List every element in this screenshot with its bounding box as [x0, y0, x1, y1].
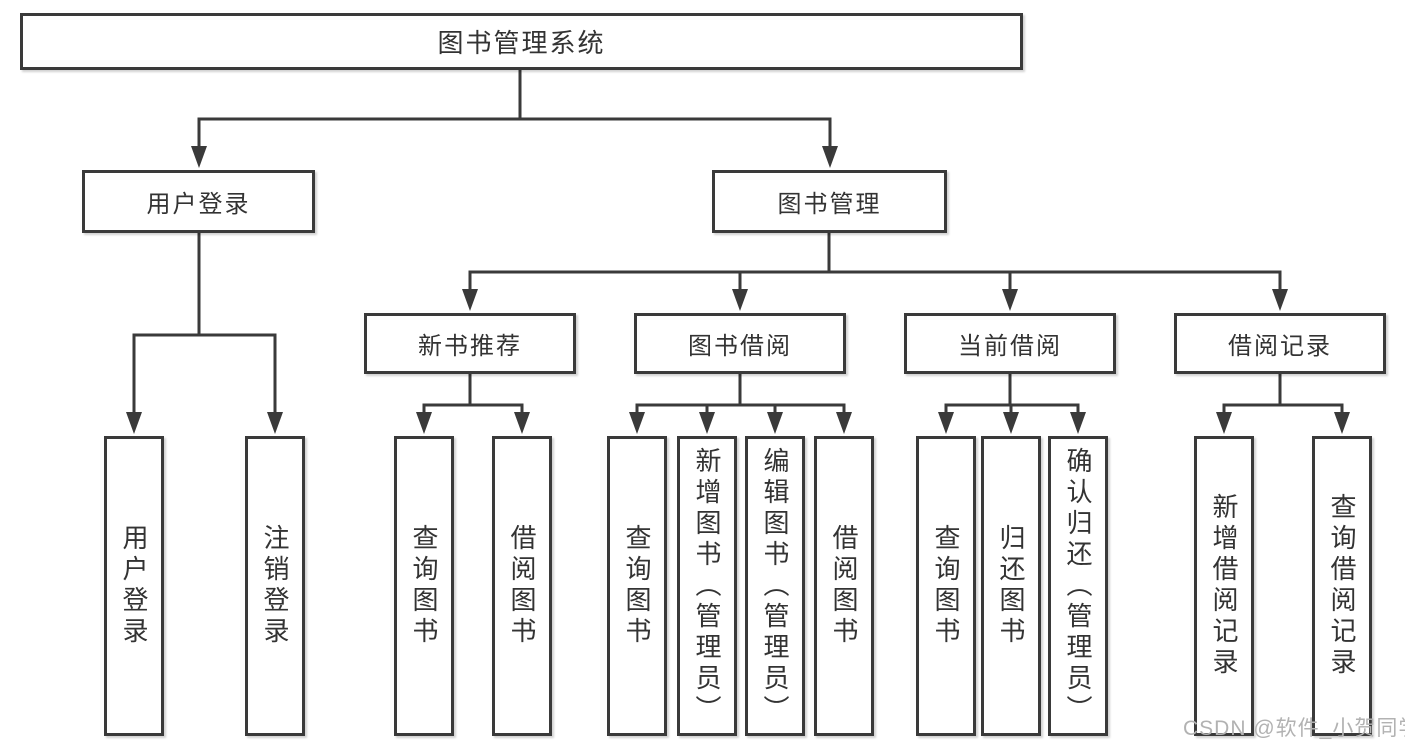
leaf-user-login: 用户登录 [104, 436, 164, 736]
node-user-login: 用户登录 [82, 170, 315, 233]
leaf-newbook-borrow-books: 借阅图书 [492, 436, 552, 736]
leaf-user-login-label: 用户登录 [119, 524, 149, 648]
node-current-borrow-label: 当前借阅 [958, 333, 1062, 360]
leaf-history-add-record-label: 新增借阅记录 [1209, 493, 1239, 679]
leaf-history-add-record: 新增借阅记录 [1194, 436, 1254, 736]
leaf-current-query-books-label: 查询图书 [931, 524, 961, 648]
leaf-current-return-books: 归还图书 [981, 436, 1041, 736]
leaf-current-confirm-return-admin-label: 确认归还（管理员） [1063, 446, 1093, 726]
leaf-borrow-add-books-admin-label: 新增图书（管理员） [692, 446, 722, 726]
leaf-borrow-add-books-admin: 新增图书（管理员） [677, 436, 737, 736]
node-borrow-history-label: 借阅记录 [1228, 333, 1332, 360]
leaf-logout-label: 注销登录 [260, 524, 290, 648]
leaf-borrow-borrow-books-label: 借阅图书 [829, 524, 859, 648]
leaf-borrow-edit-books-admin-label: 编辑图书（管理员） [760, 446, 790, 726]
leaf-current-confirm-return-admin: 确认归还（管理员） [1048, 436, 1108, 736]
node-book-management: 图书管理 [712, 170, 947, 233]
leaf-newbook-borrow-books-label: 借阅图书 [507, 524, 537, 648]
connector-lines [132, 70, 1344, 416]
node-book-management-label: 图书管理 [777, 191, 882, 218]
leaf-current-return-books-label: 归还图书 [996, 524, 1026, 648]
node-system-root: 图书管理系统 [20, 13, 1023, 70]
leaf-logout: 注销登录 [245, 436, 305, 736]
leaf-borrow-edit-books-admin: 编辑图书（管理员） [745, 436, 805, 736]
leaf-borrow-query-books: 查询图书 [607, 436, 667, 736]
node-new-book-recommend-label: 新书推荐 [418, 333, 522, 360]
node-book-borrow: 图书借阅 [634, 313, 846, 374]
node-borrow-history: 借阅记录 [1174, 313, 1386, 374]
leaf-borrow-borrow-books: 借阅图书 [814, 436, 874, 736]
leaf-newbook-query-books-label: 查询图书 [409, 524, 439, 648]
node-book-borrow-label: 图书借阅 [688, 333, 792, 360]
csdn-watermark: CSDN @软件_小贺同学 [1183, 717, 1405, 740]
leaf-history-query-record-label: 查询借阅记录 [1327, 493, 1357, 679]
node-user-login-label: 用户登录 [146, 191, 251, 218]
leaf-newbook-query-books: 查询图书 [394, 436, 454, 736]
arrowhead-icons [126, 146, 1350, 434]
leaf-history-query-record: 查询借阅记录 [1312, 436, 1372, 736]
node-system-root-label: 图书管理系统 [437, 28, 606, 58]
node-current-borrow: 当前借阅 [904, 313, 1116, 374]
leaf-current-query-books: 查询图书 [916, 436, 976, 736]
node-new-book-recommend: 新书推荐 [364, 313, 576, 374]
leaf-borrow-query-books-label: 查询图书 [622, 524, 652, 648]
